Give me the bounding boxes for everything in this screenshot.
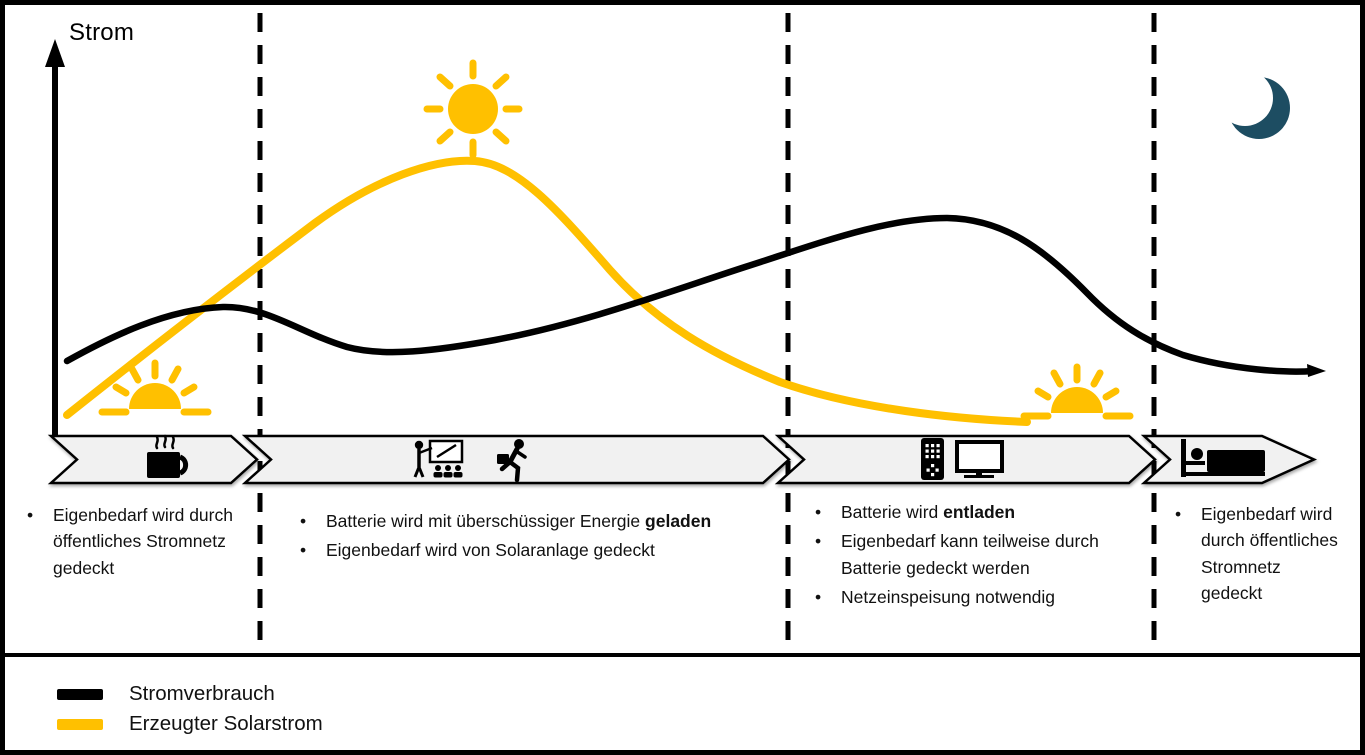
coffee-mug-icon [147, 434, 189, 478]
consumption-swatch [57, 688, 103, 700]
solar-swatch [57, 718, 103, 730]
phase-text-evening: Batterie wird entladenEigenbedarf kann t… [809, 499, 1163, 613]
consumption-curve [63, 214, 1326, 377]
y-axis-arrowhead [45, 39, 65, 67]
legend-label-consumption: Stromverbrauch [129, 682, 275, 705]
y-axis-label: Strom [69, 19, 135, 46]
bullet-item: Batterie wird entladen [809, 499, 1163, 526]
phase-text-morning: Eigenbedarf wird durch öffentliches Stro… [21, 502, 239, 584]
bullet-item: Eigenbedarf wird durch öffentliches Stro… [1169, 501, 1341, 606]
bullet-list-morning: Eigenbedarf wird durch öffentliches Stro… [21, 502, 239, 581]
chart-graphic [45, 13, 1326, 653]
phase-banners [47, 434, 1318, 485]
bullet-list-daytime: Batterie wird mit überschüssiger Energie… [294, 508, 726, 564]
banner-morning [47, 434, 259, 485]
sunset-icon [1020, 363, 1134, 420]
bed-icon [1181, 439, 1265, 477]
bullet-list-night: Eigenbedarf wird durch öffentliches Stro… [1169, 501, 1341, 606]
bullet-item: Batterie wird mit überschüssiger Energie… [294, 508, 726, 535]
y-axis [45, 39, 65, 437]
moon-icon [1217, 70, 1290, 139]
bullet-item: Eigenbedarf kann teilweise durch Batteri… [809, 528, 1163, 581]
bullet-item: Eigenbedarf wird durch öffentliches Stro… [21, 502, 239, 581]
sun-icon [423, 59, 523, 159]
legend: Stromverbrauch Erzeugter Solarstrom [5, 653, 1360, 750]
bullet-item: Netzeinspeisung notwendig [809, 584, 1163, 611]
bullet-list-evening: Batterie wird entladenEigenbedarf kann t… [809, 499, 1163, 610]
bullet-item: Eigenbedarf wird von Solaranlage gedeckt [294, 537, 726, 564]
legend-label-solar: Erzeugter Solarstrom [129, 712, 323, 735]
phase-text-daytime: Batterie wird mit überschüssiger Energie… [294, 508, 726, 567]
presentation-icon [413, 439, 464, 478]
banner-evening [774, 434, 1157, 485]
sunrise-icon [98, 359, 212, 416]
tv-icon [955, 440, 1004, 478]
legend-row-solar: Erzeugter Solarstrom [57, 709, 1360, 739]
solar-curve [63, 156, 1031, 426]
phase-text-night: Eigenbedarf wird durch öffentliches Stro… [1169, 501, 1341, 609]
banner-daytime [241, 434, 791, 485]
consumption-curve-arrowhead [1307, 364, 1326, 377]
legend-row-consumption: Stromverbrauch [57, 679, 1360, 709]
runner-icon [497, 439, 527, 483]
banner-night [1140, 434, 1318, 485]
remote-icon [921, 438, 944, 480]
